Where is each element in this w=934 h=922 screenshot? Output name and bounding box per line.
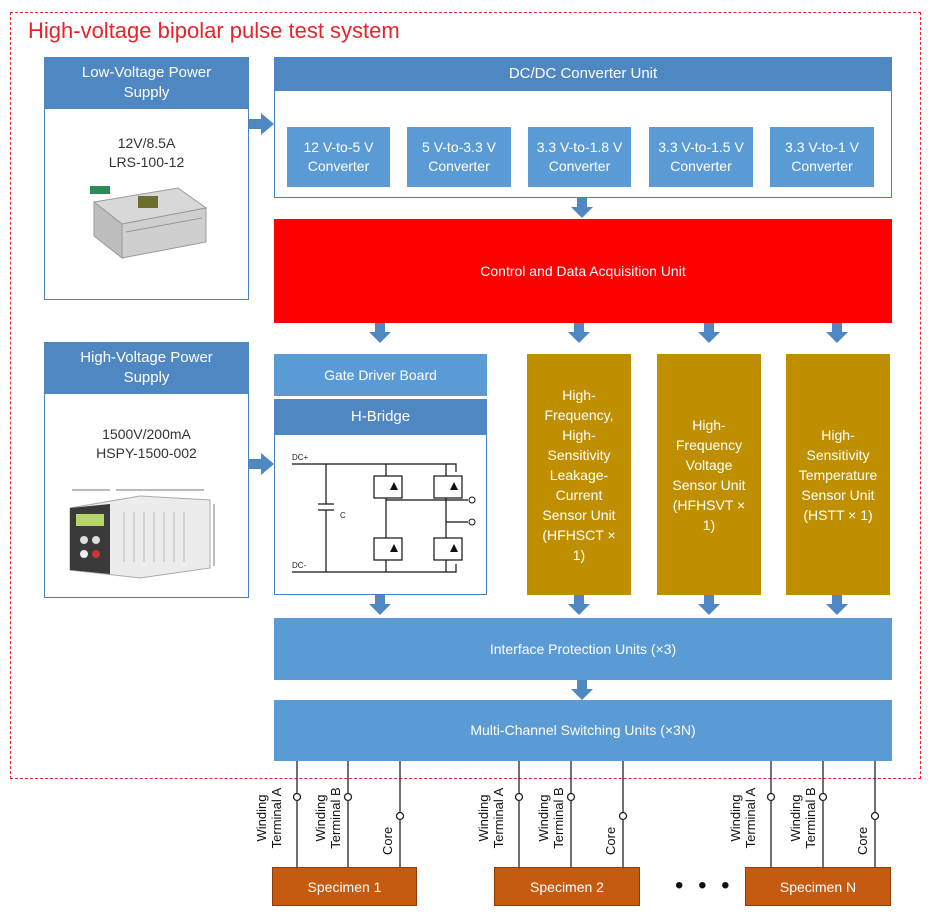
lv-supply-spec2: LRS-100-12 [108,154,185,170]
arrow-interface-to-switching [571,680,593,700]
arrow-control-to-sensor2 [698,323,720,343]
core-label-1: Core [380,826,395,855]
dc-minus-label: DC- [292,561,307,570]
system-boundary [10,12,921,779]
hv-supply-spec1: 1500V/200mA [102,426,191,442]
arrow-dcdc-to-control [571,198,593,218]
arrow-control-to-gate [369,323,391,343]
temperature-sensor-unit: High-Sensitivity Temperature Sensor Unit… [786,354,890,595]
arrow-control-to-sensor3 [826,323,848,343]
specimen-1: Specimen 1 [272,867,417,906]
system-title: High-voltage bipolar pulse test system [28,18,400,43]
converter-3v3-1v: 3.3 V-to-1 V Converter [770,127,874,187]
specimen-2: Specimen 2 [494,867,640,906]
arrow-sensor3-to-interface [826,595,848,615]
lv-supply-photo [90,186,208,260]
converter-3v3-1v8: 3.3 V-to-1.8 V Converter [528,127,631,187]
voltage-sensor-unit: High-Frequency Voltage Sensor Unit (HFHS… [657,354,761,595]
arrow-hbridge-to-interface [369,595,391,615]
lv-supply-spec1: 12V/8.5A [117,135,176,151]
ellipsis: • • • [675,872,734,899]
arrow-control-to-sensor1 [568,323,590,343]
h-bridge-header: H-Bridge [274,399,487,435]
capacitor-label: C [340,511,346,520]
hv-supply-header: High-Voltage Power Supply [44,342,249,394]
terminal-b-label-2: Winding Terminal B [536,787,566,849]
leakage-current-sensor-unit: High-Frequency, High-Sensitivity Leakage… [527,354,631,595]
specimen-n: Specimen N [745,867,891,906]
arrow-hv-to-hbridge [249,453,274,475]
gate-driver-board: Gate Driver Board [274,354,487,396]
h-bridge-circuit: DC+ DC- C [292,453,476,573]
core-label-2: Core [603,826,618,855]
terminal-a-label-2: Winding Terminal A [476,787,506,849]
arrow-lv-to-dcdc [249,113,274,135]
lv-supply-header: Low-Voltage Power Supply [44,57,249,109]
hv-supply-spec2: HSPY-1500-002 [96,445,197,461]
dcdc-header: DC/DC Converter Unit [274,57,892,91]
dc-plus-label: DC+ [292,453,309,462]
core-label-n: Core [855,826,870,855]
multi-channel-switching-units: Multi-Channel Switching Units (×3N) [274,700,892,761]
arrow-sensor2-to-interface [698,595,720,615]
terminal-wires [292,761,880,867]
converter-12v-5v: 12 V-to-5 V Converter [287,127,390,187]
converter-3v3-1v5: 3.3 V-to-1.5 V Converter [649,127,753,187]
interface-protection-units: Interface Protection Units (×3) [274,618,892,680]
control-daq-unit: Control and Data Acquisition Unit [274,219,892,323]
terminal-a-label-n: Winding Terminal A [728,787,758,849]
terminal-b-label-1: Winding Terminal B [313,787,343,849]
hv-supply-photo [69,489,215,579]
terminal-b-label-n: Winding Terminal B [788,787,818,849]
arrow-sensor1-to-interface [568,595,590,615]
terminal-a-label-1: Winding Terminal A [254,787,284,849]
converter-5v-3v3: 5 V-to-3.3 V Converter [407,127,511,187]
